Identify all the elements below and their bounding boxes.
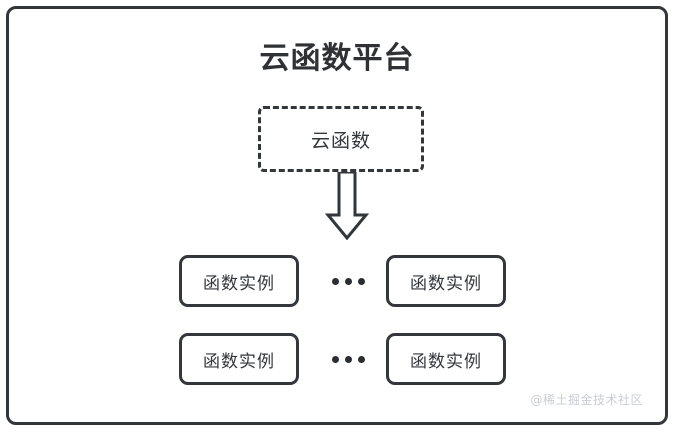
ellipsis-icon — [317, 255, 379, 307]
function-instance-node: 函数实例 — [179, 333, 299, 385]
ellipsis-dot — [344, 277, 352, 285]
instance-row: 函数实例 函数实例 — [9, 333, 665, 385]
function-instance-label: 函数实例 — [410, 273, 482, 294]
page-title: 云函数平台 — [259, 41, 415, 76]
ellipsis-dot — [357, 355, 365, 363]
ellipsis-dot — [344, 355, 352, 363]
ellipsis-dot — [331, 277, 339, 285]
function-instance-node: 函数实例 — [386, 333, 506, 385]
down-arrow-icon — [322, 170, 372, 241]
function-instance-node: 函数实例 — [386, 255, 506, 307]
function-instance-label: 函数实例 — [203, 273, 275, 294]
function-instance-label: 函数实例 — [410, 351, 482, 372]
watermark: @稀土掘金技术社区 — [530, 393, 643, 407]
function-instance-label: 函数实例 — [203, 351, 275, 372]
platform-frame: 云函数平台 云函数 函数实例 函数实例 函数实例 函数实例 — [6, 6, 668, 425]
instance-row: 函数实例 函数实例 — [9, 255, 665, 307]
ellipsis-dot — [357, 277, 365, 285]
cloud-function-node: 云函数 — [258, 106, 424, 172]
function-instance-node: 函数实例 — [179, 255, 299, 307]
ellipsis-icon — [317, 333, 379, 385]
cloud-function-label: 云函数 — [310, 129, 371, 152]
ellipsis-dot — [331, 355, 339, 363]
